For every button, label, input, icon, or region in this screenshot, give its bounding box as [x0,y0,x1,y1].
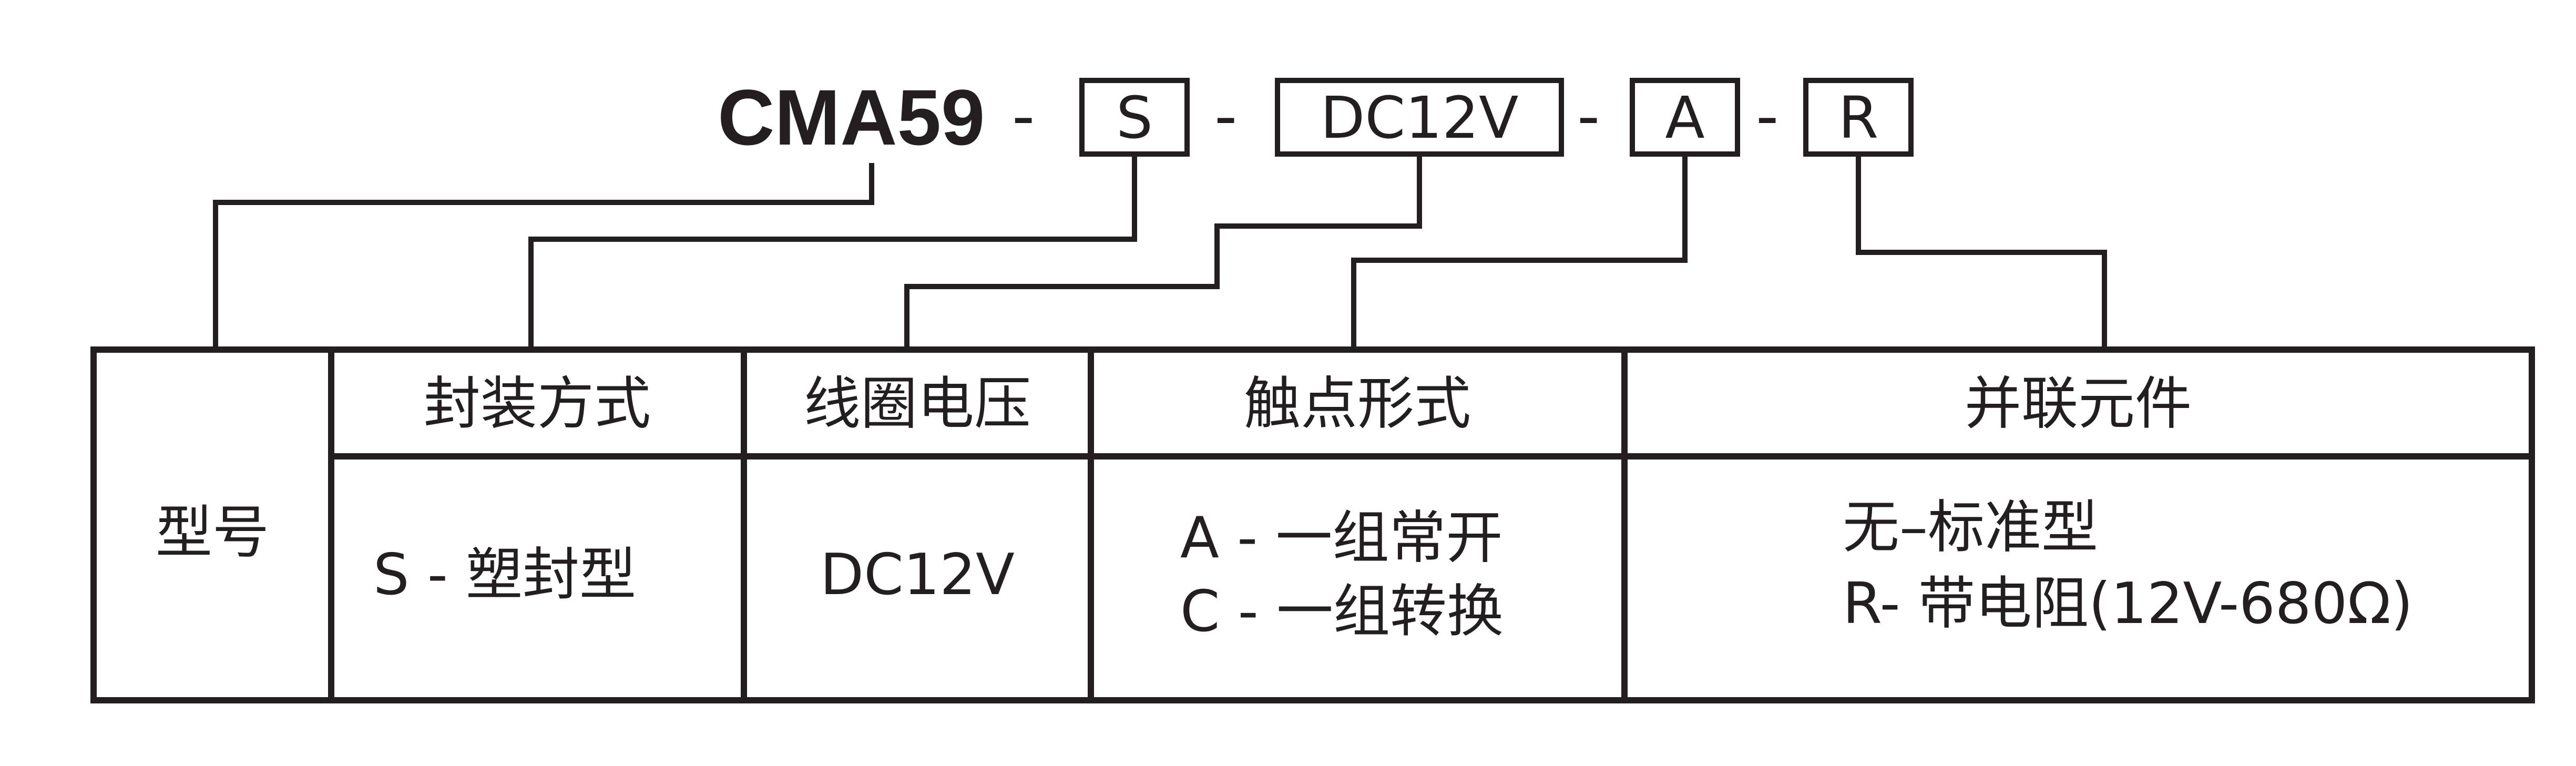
package-option: S - 塑封型 [373,542,636,608]
header-parallel: 并联元件 [1965,371,2192,437]
connector-package [528,154,1137,350]
package-code: S [1116,84,1153,151]
model-label: 型号 [156,500,269,566]
header-voltage: 线圈电压 [804,371,1031,437]
contact-option-a: A - 一组常开 [1180,505,1503,571]
contact-code: A [1665,84,1704,151]
spec-table [90,346,2535,703]
model-number: CMA59 [718,73,985,161]
separator-4: - [1756,80,1778,153]
voltage-code: DC12V [1321,84,1519,151]
connector-parallel [1856,154,2107,350]
contact-option-c: C - 一组转换 [1180,579,1504,645]
voltage-option: DC12V [820,542,1015,608]
parallel-option-resistor: R- 带电阻(12V-680Ω) [1843,571,2413,637]
connector-voltage [904,154,1422,350]
separator-2: - [1214,80,1237,153]
separator-1: - [1012,80,1035,153]
parallel-option-standard: 无–标准型 [1843,495,2098,560]
separator-3: - [1577,80,1600,153]
connector-model [213,163,874,350]
parallel-code: R [1838,84,1878,151]
header-package: 封装方式 [424,371,651,437]
connector-contact [1351,154,1688,350]
header-contact: 触点形式 [1244,371,1471,437]
